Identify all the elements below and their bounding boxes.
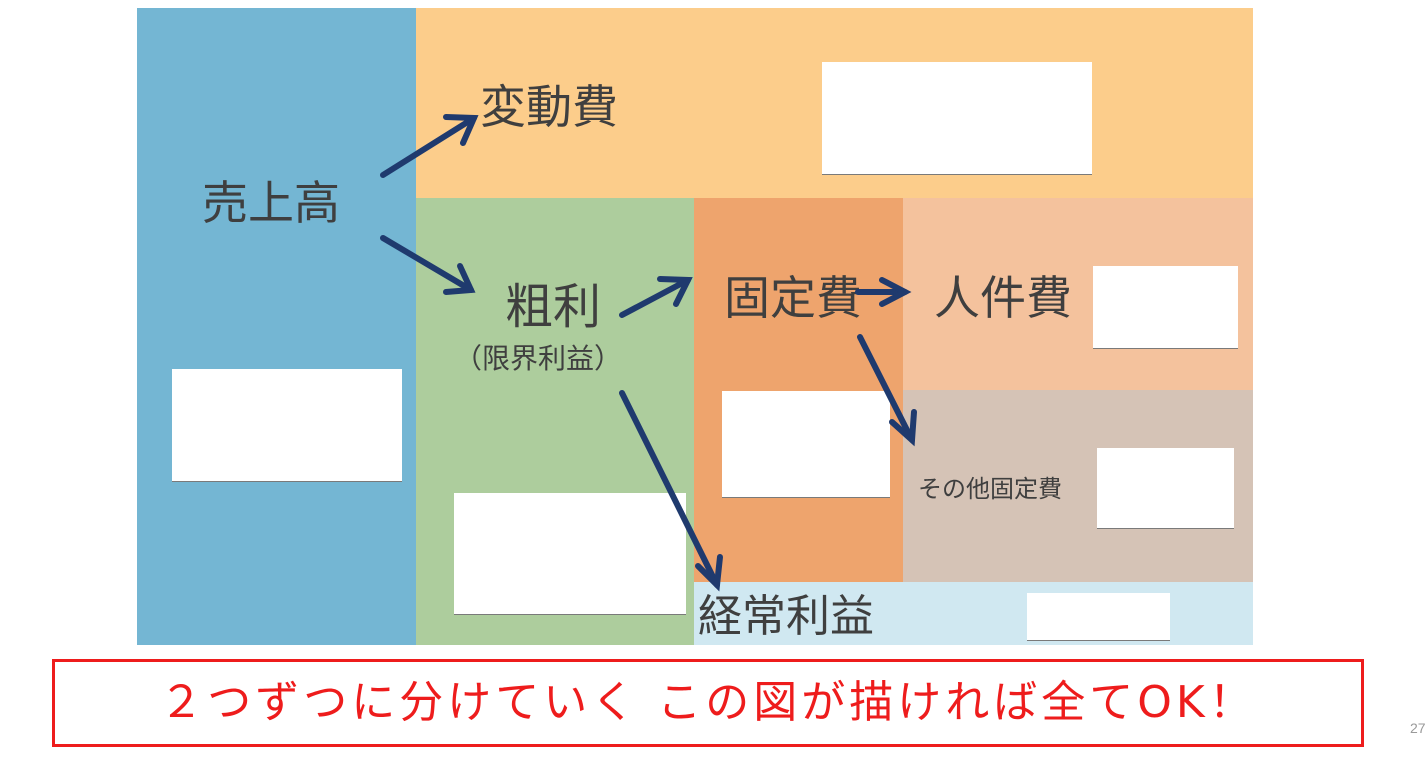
variable-cost-blank	[822, 62, 1092, 175]
fixed-cost-block	[694, 198, 903, 582]
gross-profit-blank	[454, 493, 686, 615]
sales-blank	[172, 369, 402, 482]
personnel-cost-blank	[1093, 266, 1238, 349]
other-fixed-cost-label: その他固定費	[918, 475, 1062, 503]
personnel-cost-label: 人件費	[934, 271, 1072, 325]
summary-banner-text: ２つずつに分けていく この図が描ければ全てOK！	[159, 677, 1257, 728]
gross-profit-sub-label: （限界利益）	[454, 342, 623, 375]
ordinary-profit-blank	[1027, 593, 1170, 641]
variable-cost-label: 変動費	[480, 80, 618, 134]
sales-label: 売上高	[202, 176, 340, 230]
fixed-cost-label: 固定費	[724, 271, 862, 325]
fixed-cost-blank	[722, 391, 890, 498]
page-number: 27	[1410, 720, 1426, 736]
gross-profit-label: 粗利	[505, 279, 602, 335]
summary-banner: ２つずつに分けていく この図が描ければ全てOK！	[52, 659, 1364, 747]
sales-block	[137, 8, 416, 645]
ordinary-profit-label: 経常利益	[698, 591, 874, 642]
other-fixed-cost-blank	[1097, 448, 1234, 529]
